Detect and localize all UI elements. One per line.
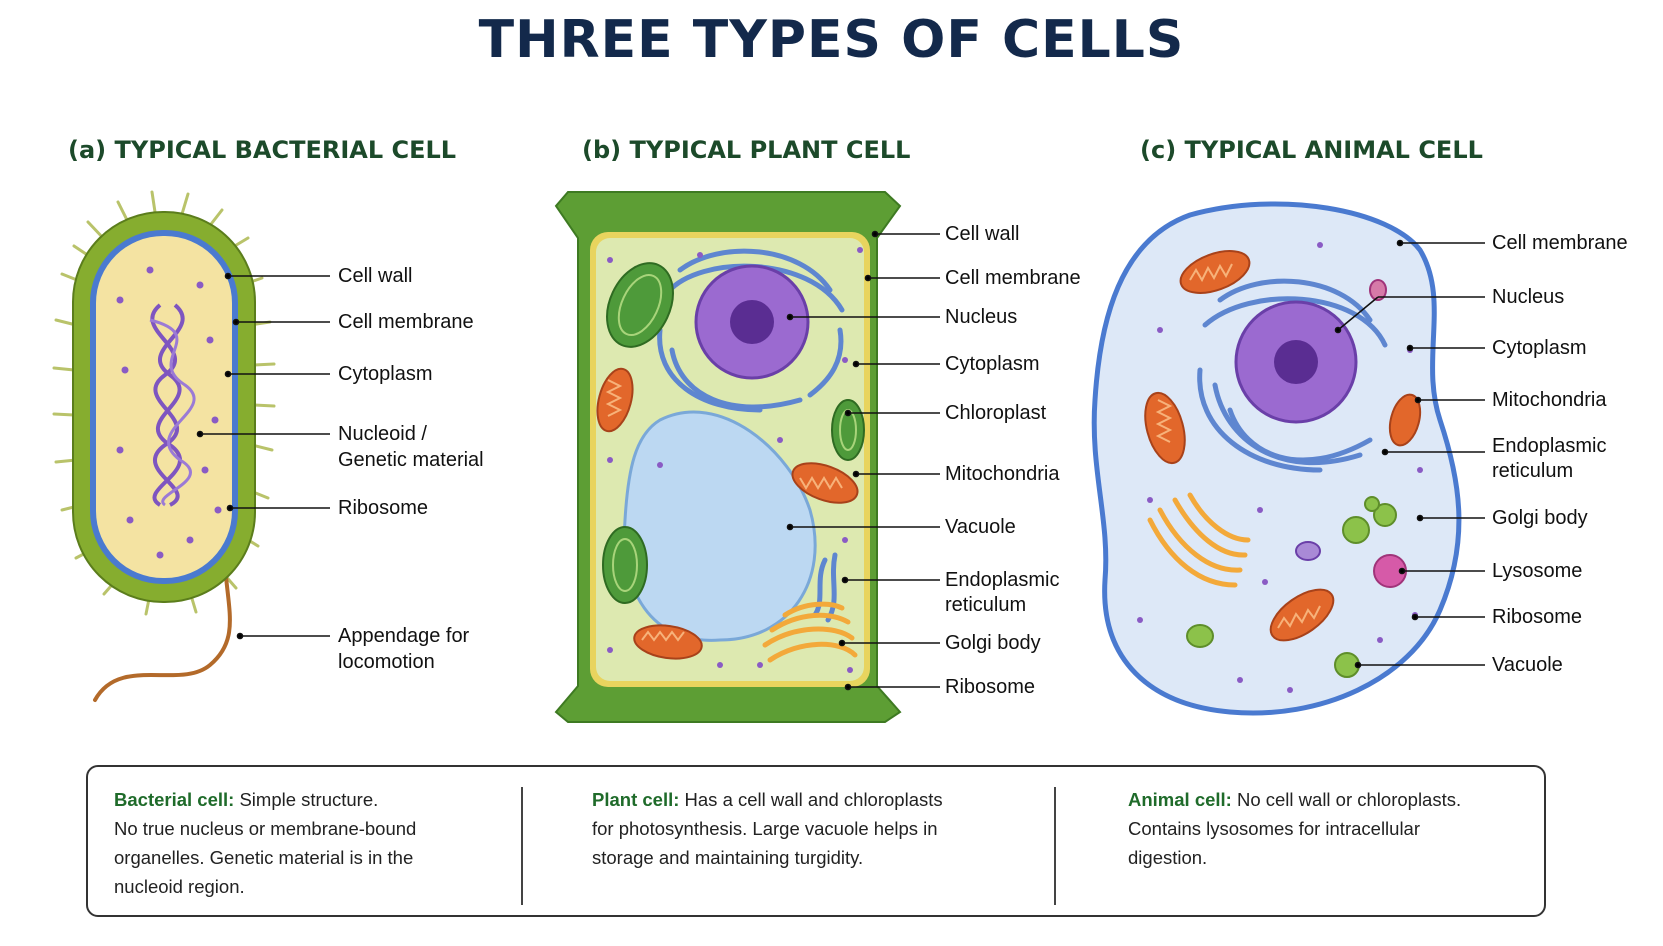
label-bacterial-ribosome: Ribosome [338,497,429,519]
label-plant-cell-membrane: Cell membrane [945,267,1081,289]
cell-diagrams [52,190,1485,723]
label-plant-endoplasmic: Endoplasmic [945,569,1060,591]
summary-bacterial-text2: No true nucleus or membrane-bound [114,818,417,839]
label-bacterial-appendage: Appendage for [338,625,470,647]
panel-title-animal: (c) TYPICAL ANIMAL CELL [1140,136,1483,164]
animal-mitochondria [1144,250,1422,642]
label-animal-nucleus: Nucleus [1492,286,1565,308]
bacterial-leaders [196,272,330,640]
summary-plant: Plant cell: Has a cell wall and chloropl… [592,785,943,872]
label-animal-lysosome: Lysosome [1492,560,1583,582]
bacterial-nucleoid [149,303,196,507]
label-plant-reticulum: reticulum [945,594,1027,616]
animal-vesicle-purple [1295,541,1321,561]
bacterial-cell [52,190,330,702]
summary-animal-text1: No cell wall or chloroplasts. [1231,789,1462,810]
summary-animal: Animal cell: No cell wall or chloroplast… [1128,785,1461,872]
summary-bacterial: Bacterial cell: Simple structure. No tru… [114,785,416,901]
label-bacterial-nucleoid: Nucleoid / [338,423,427,445]
label-plant-cytoplasm: Cytoplasm [945,353,1040,375]
label-animal-cytoplasm: Cytoplasm [1492,337,1587,359]
summary-animal-text2: Contains lysosomes for intracellular [1128,818,1421,839]
label-plant-nucleus: Nucleus [945,306,1018,328]
summary-divider-1 [521,787,523,905]
plant-cell [554,191,940,723]
label-plant-golgi-body: Golgi body [945,632,1041,654]
animal-er [1197,278,1388,473]
plant-er [657,248,845,623]
label-bacterial-cell-wall: Cell wall [338,265,413,287]
animal-leaders [1334,239,1485,669]
label-plant-chloroplast: Chloroplast [945,402,1047,424]
plant-mitochondria [596,367,859,660]
bacterial-ribosomes [116,266,222,559]
summary-plant-heading: Plant cell: [592,789,680,810]
summary-bacterial-text4: nucleoid region. [114,876,245,897]
animal-cell [1091,201,1485,716]
label-bacterial-cell-membrane: Cell membrane [338,311,474,333]
summary-bacterial-text1: Simple structure. [234,789,379,810]
animal-centriole [1369,279,1387,301]
animal-golgi [1147,492,1251,588]
bacterial-flagellum [93,563,232,702]
label-animal-vacuole: Vacuole [1492,654,1563,676]
label-bacterial-locomotion: locomotion [338,651,435,673]
panel-title-plant: (b) TYPICAL PLANT CELL [582,136,911,164]
animal-nucleolus-shape [1274,340,1318,384]
animal-vacuole-small [1186,624,1214,648]
label-plant-cell-wall: Cell wall [945,223,1020,245]
label-animal-ribosome: Ribosome [1492,606,1583,628]
plant-vacuole-shape [622,410,817,642]
plant-ribosomes [607,247,863,673]
label-plant-mitochondria: Mitochondria [945,463,1060,485]
summary-bacterial-text3: organelles. Genetic material is in the [114,847,414,868]
plant-chloroplasts [602,262,865,604]
label-bacterial-genetic-material: Genetic material [338,449,484,471]
page-title: THREE TYPES OF CELLS [478,10,1185,70]
plant-nucleolus-shape [730,300,774,344]
summary-plant-text1: Has a cell wall and chloroplasts [679,789,943,810]
plant-leaders [786,230,940,691]
label-plant-ribosome: Ribosome [945,676,1036,698]
summary-animal-heading: Animal cell: [1128,789,1232,810]
summary-animal-text3: digestion. [1128,847,1208,868]
label-bacterial-cytoplasm: Cytoplasm [338,363,433,385]
panel-title-bacterial: (a) TYPICAL BACTERIAL CELL [68,136,457,164]
label-animal-golgi-body: Golgi body [1492,507,1588,529]
summary-bacterial-heading: Bacterial cell: [114,789,235,810]
summary-divider-2 [1054,787,1056,905]
label-animal-reticulum: reticulum [1492,460,1574,482]
summary-box: Bacterial cell: Simple structure. No tru… [86,765,1546,917]
plant-golgi [762,601,858,663]
label-animal-mitochondria: Mitochondria [1492,389,1607,411]
label-plant-vacuole: Vacuole [945,516,1016,538]
animal-vesicles [1342,496,1397,544]
summary-plant-text3: storage and maintaining turgidity. [592,847,864,868]
label-animal-cell-membrane: Cell membrane [1492,232,1628,254]
label-animal-endoplasmic: Endoplasmic [1492,435,1607,457]
summary-plant-text2: for photosynthesis. Large vacuole helps … [592,818,938,839]
